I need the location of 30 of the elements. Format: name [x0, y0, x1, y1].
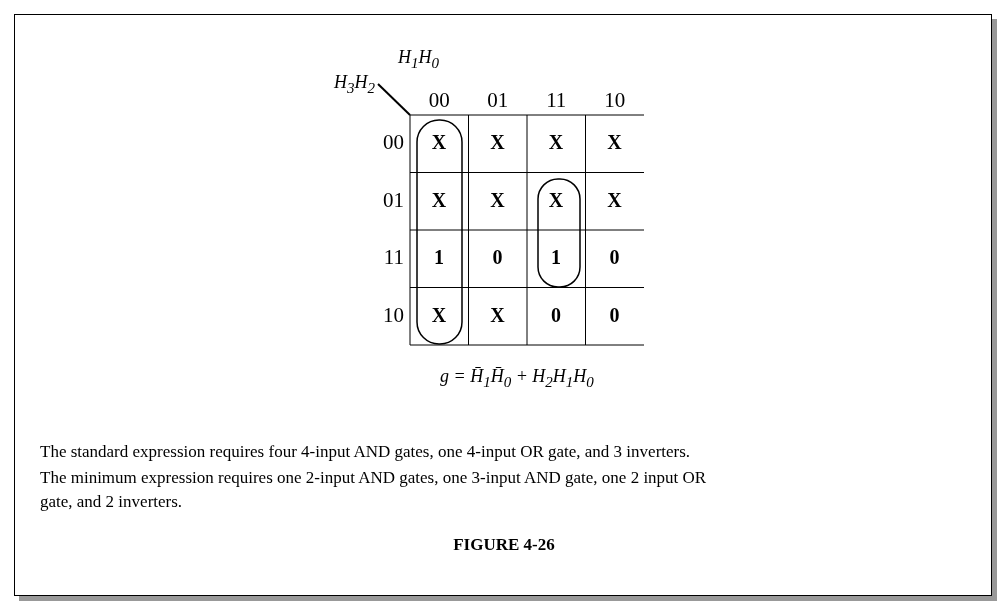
- map-cell-value: X: [489, 131, 506, 154]
- note-text: The standard expression requires four 4-input AND gates, one 4-input OR gate, and 3 inverters.: [40, 442, 691, 462]
- map-cell-value: X: [606, 188, 623, 212]
- row-header: 01: [382, 187, 404, 213]
- row-header: 10: [382, 302, 404, 328]
- map-cell-value: 0: [608, 246, 621, 269]
- boolean-expression: g = H̄$_{1}$H̄$_{0}$ + H$_{2}$H$_{1}$H$_{0}$: [440, 366, 594, 391]
- map-cell-value: X: [489, 303, 506, 327]
- column-header: 11: [545, 88, 568, 113]
- map-cell-value: X: [606, 131, 623, 154]
- map-cell-value: 0: [608, 303, 621, 327]
- column-header: 01: [486, 88, 510, 113]
- map-cell-value: X: [489, 188, 506, 212]
- row-header: 00: [382, 130, 404, 155]
- column-header: 10: [603, 88, 627, 113]
- map-cell-value: X: [430, 188, 448, 212]
- row-header: 11: [382, 245, 404, 270]
- map-cell-value: 1: [550, 246, 562, 269]
- column-header: 00: [427, 88, 451, 113]
- map-cell-value: X: [547, 188, 565, 212]
- map-cell-value: 0: [550, 303, 562, 327]
- row-variable-label: H$_{3}$H$_{2}$: [334, 72, 375, 97]
- note-text: The minimum expression requires one 2-input AND gates, one 3-input AND gate, one 2 input OR gate, and 2 inverters.: [40, 467, 708, 513]
- map-cell-value: 1: [433, 246, 445, 269]
- column-variable-label: H$_{1}$H$_{0}$: [398, 47, 439, 72]
- map-cell-value: X: [430, 131, 448, 154]
- map-cell-value: X: [547, 131, 565, 154]
- map-cell-value: X: [430, 303, 448, 327]
- figure-caption: FIGURE 4-26: [452, 535, 556, 555]
- map-cell-value: 0: [491, 246, 504, 269]
